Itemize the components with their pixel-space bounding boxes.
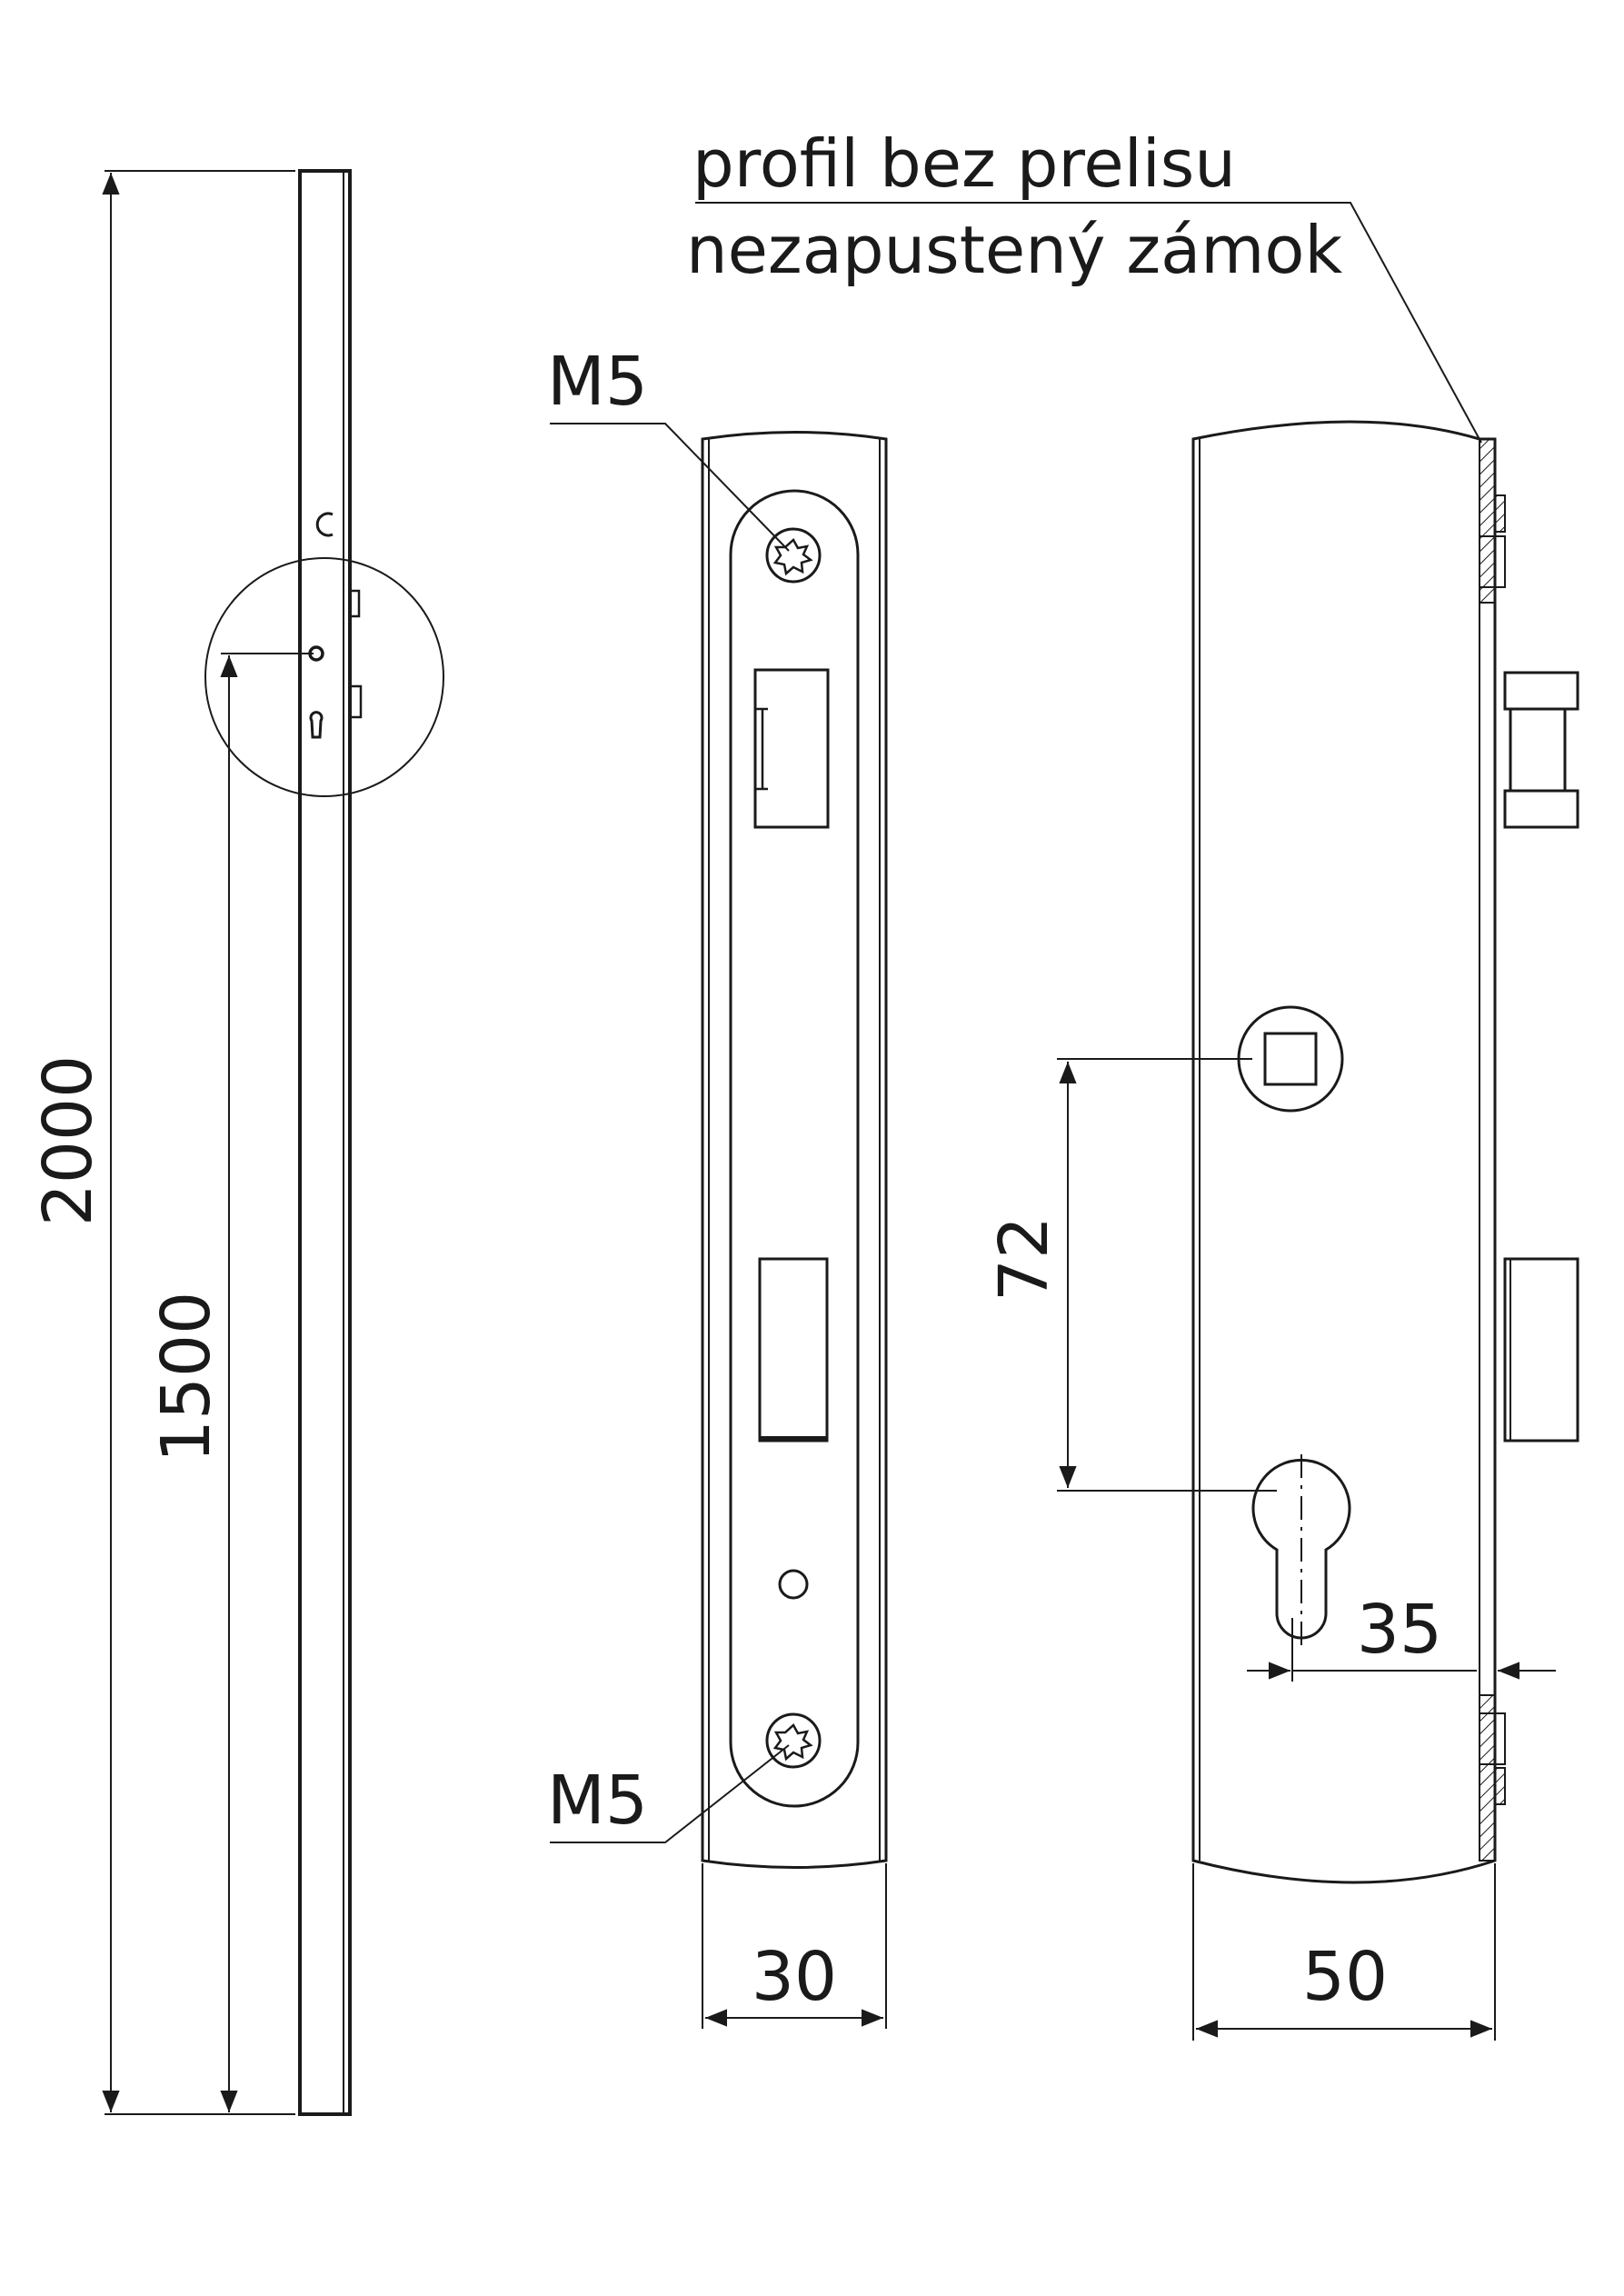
dim-label-30: 30: [752, 1938, 837, 2016]
dimension-35: [1247, 1618, 1556, 1682]
dimension-50: [1192, 1863, 1496, 2041]
screw-head-top-icon: [772, 538, 813, 576]
dim-label-72: 72: [985, 1216, 1063, 1302]
faceplate-view: [701, 431, 888, 1869]
m5-leader-top: [550, 423, 790, 552]
lock-body-view: [1191, 420, 1579, 1884]
profile-side-view: [204, 169, 444, 2116]
dim-label-50: 50: [1302, 1938, 1388, 2016]
note-line-1: profil bez prelisu: [692, 125, 1236, 202]
dim-label-35: 35: [1357, 1591, 1442, 1669]
dimension-1500: [220, 653, 314, 2112]
dim-label-2000: 2000: [29, 1055, 107, 1226]
dim-label-1500: 1500: [147, 1292, 225, 1462]
screw-head-bottom-icon: [772, 1723, 813, 1762]
thread-label-bottom: M5: [547, 1762, 648, 1840]
note-line-2: nezapustený zámok: [686, 212, 1342, 288]
m5-leader-bottom: [550, 1744, 790, 1843]
thread-label-top: M5: [547, 343, 648, 421]
note-leader: [695, 202, 1482, 444]
dimension-30: [702, 1863, 887, 2029]
dimension-2000: [102, 170, 295, 2115]
dimension-72: [1057, 1058, 1277, 1492]
